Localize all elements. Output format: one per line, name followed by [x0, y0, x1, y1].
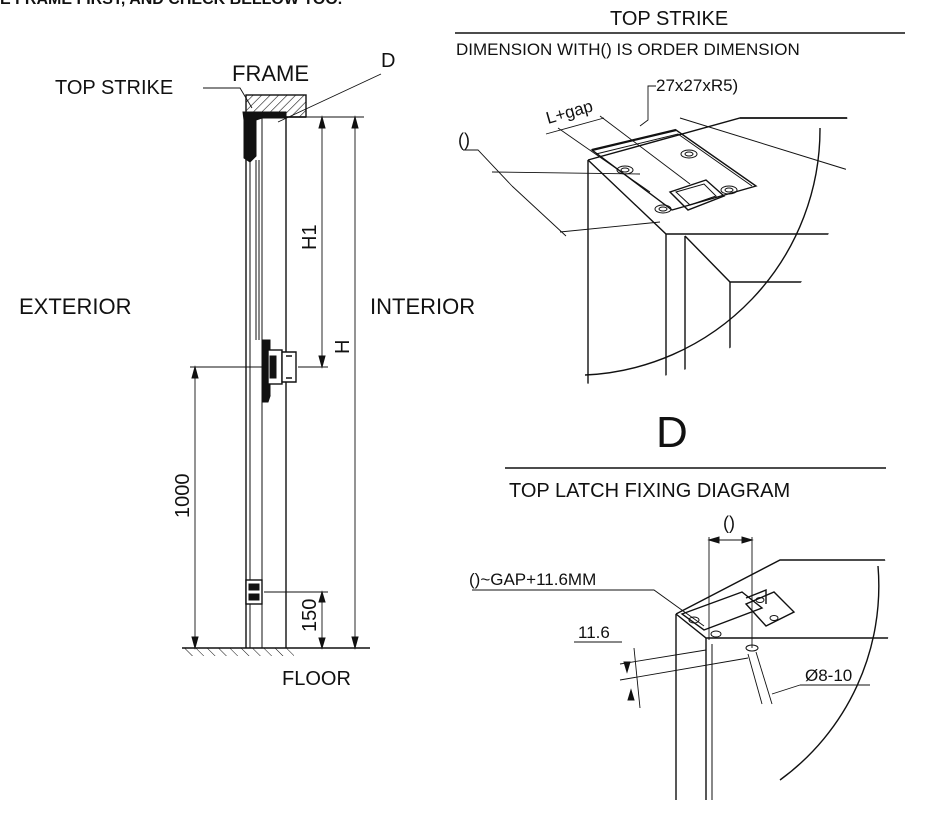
detail-marker-d: D	[381, 50, 395, 72]
callout-hole: Ø8-10	[805, 666, 852, 685]
top-strike-label: TOP STRIKE	[55, 77, 173, 99]
header-fragment: E FRAME FIRST, AND CHECK BELLOW TOO.	[0, 0, 342, 8]
exterior-label: EXTERIOR	[19, 294, 131, 319]
frame-label: FRAME	[232, 61, 309, 86]
latch-plate	[680, 588, 796, 652]
lock-case	[261, 339, 297, 403]
callout-gap-latch: ()~GAP+11.6MM	[469, 570, 596, 589]
dimension-h1: H1	[288, 115, 328, 369]
top-strike-detail: TOP STRIKE DIMENSION WITH() IS ORDER DIM…	[455, 8, 905, 384]
top-strike-mechanism	[242, 111, 263, 163]
svg-text:H: H	[332, 340, 354, 354]
dimension-h: H	[300, 115, 364, 650]
callout-offset: 11.6	[578, 623, 610, 642]
bottom-latch	[245, 579, 263, 605]
top-strike-subtitle: DIMENSION WITH() IS ORDER DIMENSION	[456, 40, 800, 59]
strike-plate	[590, 128, 758, 214]
callout-l-gap: L+gap	[544, 96, 595, 127]
svg-text:1000: 1000	[172, 474, 194, 519]
callout-paren-strike: ()	[458, 130, 470, 150]
callout-paren-latch: ()	[723, 513, 735, 533]
dimension-150: 150	[264, 590, 328, 650]
dimension-1000: 1000	[172, 365, 262, 650]
top-strike-title: TOP STRIKE	[610, 8, 728, 30]
interior-label: INTERIOR	[370, 294, 475, 319]
side-view: TOP STRIKE FRAME D EXTERIOR INTERIOR FLO…	[19, 50, 475, 690]
floor-label: FLOOR	[282, 668, 351, 690]
callout-size: 27x27xR5)	[656, 76, 738, 95]
svg-text:H1: H1	[299, 224, 321, 250]
detail-letter-d: D	[656, 408, 688, 457]
top-latch-detail: TOP LATCH FIXING DIAGRAM () ()~G	[469, 467, 890, 800]
svg-text:150: 150	[299, 599, 321, 632]
top-latch-title: TOP LATCH FIXING DIAGRAM	[509, 480, 790, 502]
